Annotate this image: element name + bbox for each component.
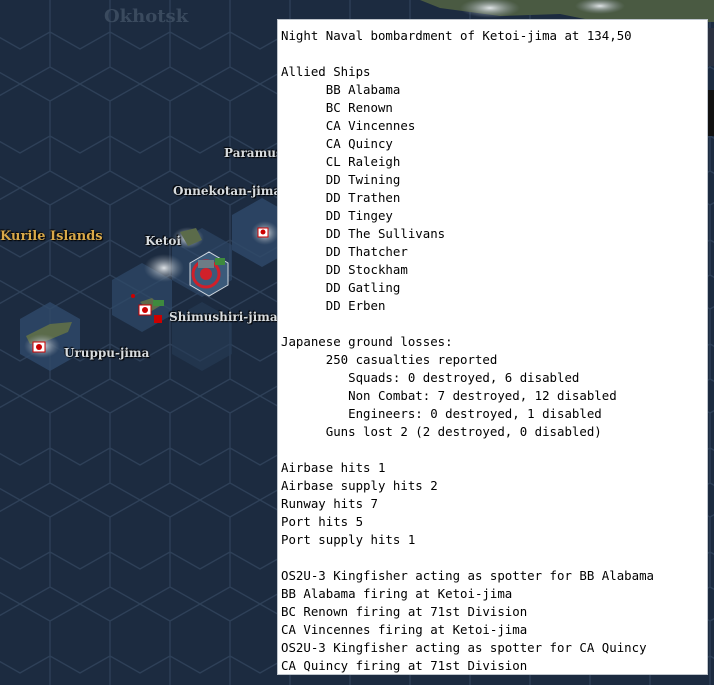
fire-log-line: CA Vincennes firing at Ketoi-jima xyxy=(281,622,528,637)
hit-line: Airbase supply hits 2 xyxy=(281,478,438,493)
allied-ship-item: BB Alabama xyxy=(281,82,401,97)
hit-line: Runway hits 7 xyxy=(281,496,378,511)
loss-detail-line: Squads: 0 destroyed, 6 disabled xyxy=(281,370,580,385)
allied-ship-item: DD The Sullivans xyxy=(281,226,446,241)
fire-log-line: BC Renown firing at 71st Division xyxy=(281,604,528,619)
fire-log-line: CA Quincy firing at 71st Division xyxy=(281,658,528,673)
allied-ship-item: DD Erben xyxy=(281,298,386,313)
place-label-shimushiri: Shimushiri-jima xyxy=(169,310,278,324)
side-panel-edge-top xyxy=(706,28,714,66)
allied-ship-item: BC Renown xyxy=(281,100,393,115)
fire-log-line: OS2U-3 Kingfisher acting as spotter for … xyxy=(281,640,647,655)
allied-ship-item: CA Quincy xyxy=(281,136,393,151)
hit-line: Port supply hits 1 xyxy=(281,532,416,547)
guns-lost-line: Guns lost 2 (2 destroyed, 0 disabled) xyxy=(281,424,602,439)
report-title: Night Naval bombardment of Ketoi-jima at… xyxy=(281,28,632,43)
allied-ships-header: Allied Ships xyxy=(281,64,371,79)
allied-ship-item: DD Tingey xyxy=(281,208,393,223)
loss-detail-line: Non Combat: 7 destroyed, 12 disabled xyxy=(281,388,617,403)
region-label: Kurile Islands xyxy=(0,229,103,244)
place-label-uruppu: Uruppu-jima xyxy=(64,346,150,360)
unit-marker-onnekotan[interactable] xyxy=(257,227,269,238)
sea-label: Okhotsk xyxy=(104,6,189,27)
combat-report-window[interactable]: Night Naval bombardment of Ketoi-jima at… xyxy=(277,19,708,675)
side-panel-edge xyxy=(706,90,714,136)
place-label-ketoi: Ketoi xyxy=(145,234,181,248)
unit-marker-uruppu[interactable] xyxy=(32,341,46,353)
fire-log-line: OS2U-3 Kingfisher acting as spotter for … xyxy=(281,568,654,583)
place-label-onnekotan: Onnekotan-jima xyxy=(173,184,282,198)
allied-ship-item: DD Trathen xyxy=(281,190,401,205)
island-ketoi[interactable] xyxy=(144,227,204,282)
allied-ship-item: DD Gatling xyxy=(281,280,401,295)
hit-line: Port hits 5 xyxy=(281,514,364,529)
place-label-paramus: Paramus xyxy=(224,146,283,160)
hit-line: Airbase hits 1 xyxy=(281,460,386,475)
unit-marker-shimushiri[interactable] xyxy=(131,294,164,323)
allied-ship-item: DD Stockham xyxy=(281,262,408,277)
allied-ship-item: DD Twining xyxy=(281,172,401,187)
allied-ship-item: CL Raleigh xyxy=(281,154,401,169)
fire-log-line: BB Alabama firing at Ketoi-jima xyxy=(281,586,513,601)
northern-landmass xyxy=(420,0,714,22)
unit-marker-ketoi[interactable] xyxy=(189,251,229,297)
loss-detail-line: Engineers: 0 destroyed, 1 disabled xyxy=(281,406,602,421)
casualties-line: 250 casualties reported xyxy=(281,352,498,367)
ground-losses-header: Japanese ground losses: xyxy=(281,334,453,349)
allied-ship-item: CA Vincennes xyxy=(281,118,416,133)
combat-report-text: Night Naval bombardment of Ketoi-jima at… xyxy=(278,20,707,674)
allied-ship-item: DD Thatcher xyxy=(281,244,408,259)
